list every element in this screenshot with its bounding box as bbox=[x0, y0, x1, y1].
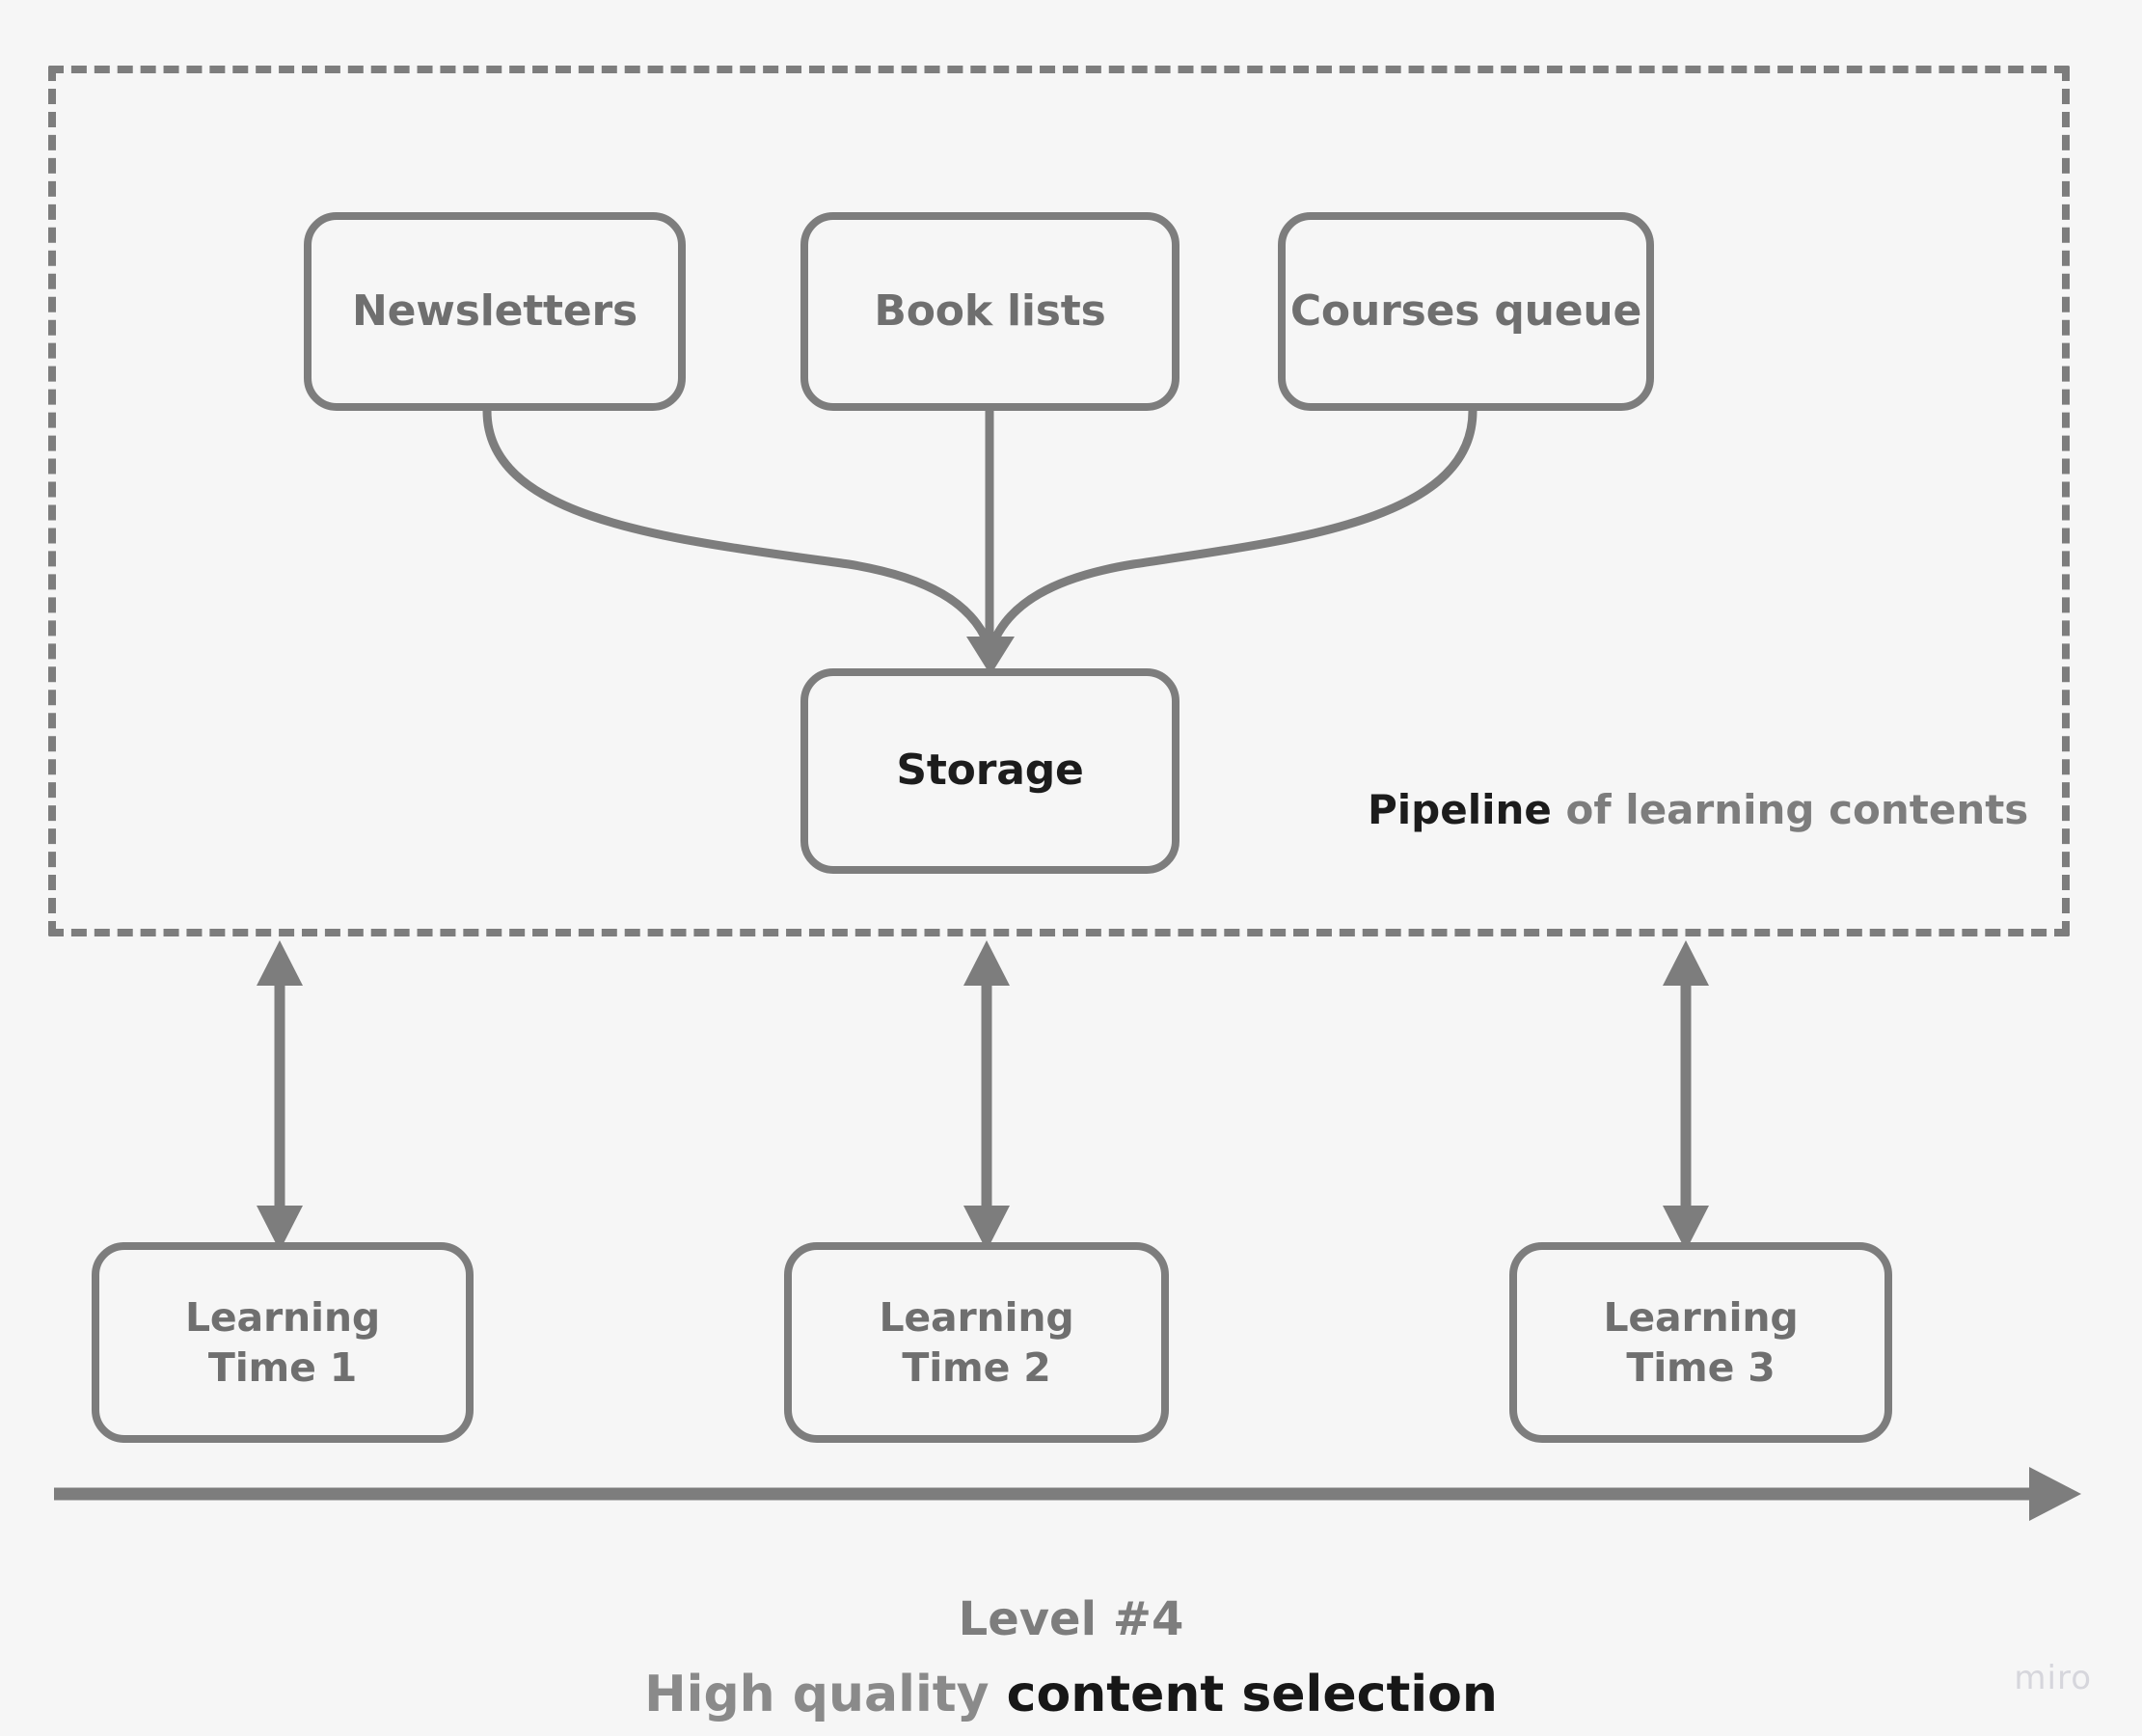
node-learning-time-2-label: Learning Time 2 bbox=[880, 1292, 1074, 1394]
node-learning-time-3-label: Learning Time 3 bbox=[1604, 1292, 1799, 1394]
node-learning-time-2-line2: Time 2 bbox=[902, 1344, 1051, 1391]
timeline-axis bbox=[54, 1467, 2081, 1521]
pipeline-caption: Pipeline of learning contents bbox=[1368, 786, 2028, 833]
node-courses-queue-label: Courses queue bbox=[1289, 285, 1642, 336]
caption-level: Level #4 bbox=[958, 1592, 1184, 1646]
caption-subtitle: High quality content selection bbox=[0, 1660, 2142, 1731]
miro-watermark: miro bbox=[2014, 1659, 2092, 1697]
pipeline-caption-strong: Pipeline bbox=[1368, 786, 1552, 833]
node-newsletters[interactable]: Newsletters bbox=[304, 212, 686, 411]
node-learning-time-3-line1: Learning bbox=[1603, 1293, 1799, 1341]
pipeline-boundary bbox=[48, 66, 2070, 936]
node-learning-time-2[interactable]: Learning Time 2 bbox=[784, 1242, 1169, 1443]
node-storage-label: Storage bbox=[896, 746, 1084, 796]
caption-subtitle-muted: High quality bbox=[644, 1666, 1007, 1724]
node-courses-queue[interactable]: Courses queue bbox=[1278, 212, 1654, 411]
node-learning-time-1-label: Learning Time 1 bbox=[185, 1292, 380, 1394]
double-arrow-to-learning-time-2 bbox=[963, 940, 1010, 1251]
node-book-lists[interactable]: Book lists bbox=[800, 212, 1179, 411]
caption-subtitle-strong: content selection bbox=[1006, 1666, 1498, 1724]
double-arrow-to-learning-time-3 bbox=[1663, 940, 1709, 1251]
node-storage[interactable]: Storage bbox=[800, 668, 1179, 874]
node-learning-time-1-line1: Learning bbox=[185, 1293, 380, 1341]
node-learning-time-1-line2: Time 1 bbox=[207, 1344, 358, 1391]
node-newsletters-label: Newsletters bbox=[351, 285, 638, 336]
node-learning-time-2-line1: Learning bbox=[879, 1293, 1074, 1341]
node-learning-time-1[interactable]: Learning Time 1 bbox=[92, 1242, 474, 1443]
pipeline-caption-muted: of learning contents bbox=[1551, 786, 2029, 833]
double-arrow-to-learning-time-1 bbox=[257, 940, 303, 1251]
node-book-lists-label: Book lists bbox=[874, 285, 1106, 336]
diagram-caption: Level #4 High quality content selection bbox=[0, 1587, 2142, 1731]
node-learning-time-3[interactable]: Learning Time 3 bbox=[1509, 1242, 1892, 1443]
node-learning-time-3-line2: Time 3 bbox=[1626, 1344, 1776, 1391]
